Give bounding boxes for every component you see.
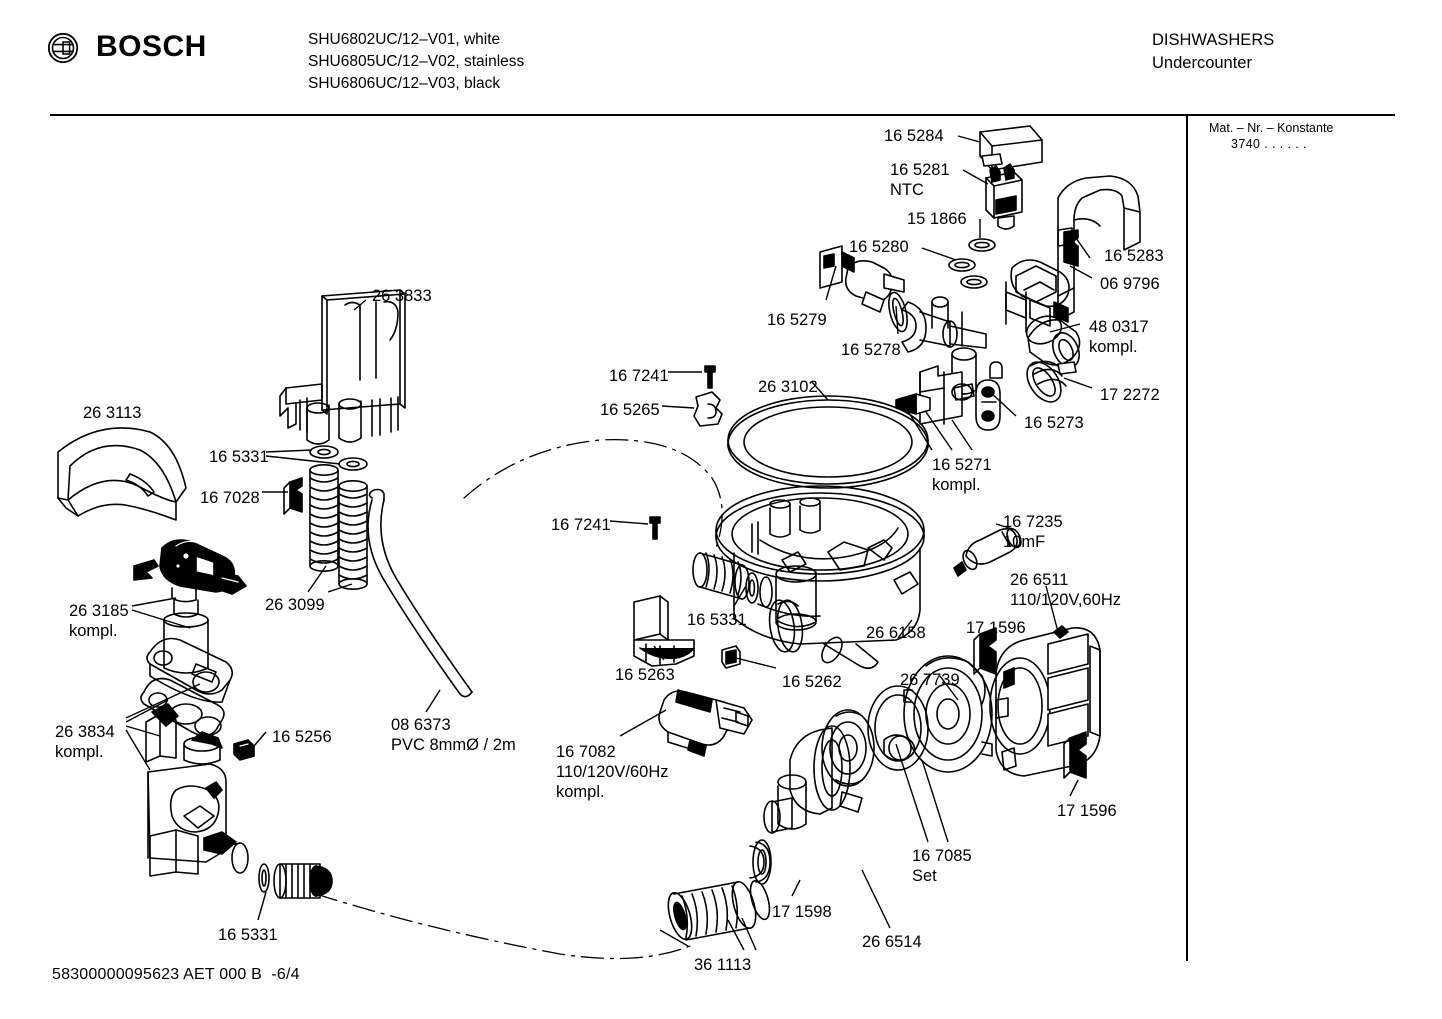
category-title: DISHWASHERS: [1152, 31, 1275, 49]
part-16-7241-screw-b: [649, 516, 661, 540]
model-line-1: SHU6802UC/12–V01, white: [308, 31, 501, 48]
category-block: DISHWASHERS Undercounter: [1152, 29, 1274, 75]
callout-16-5262: 16 5262: [782, 673, 842, 691]
part-16-5331-washers-left: [309, 445, 368, 471]
callout-15-1866: 15 1866: [907, 210, 967, 228]
callout-16-5273: 16 5273: [1024, 414, 1084, 432]
part-16-5281-ntc: [985, 163, 1023, 230]
callout-16-5279: 16 5279: [767, 311, 827, 329]
page-header: BOSCH SHU6802UC/12–V01, white SHU6805UC/…: [0, 0, 1442, 112]
callout-16-5280: 16 5280: [849, 238, 909, 256]
part-16-5331-center: [692, 552, 773, 608]
callout-17-1598: 17 1598: [772, 903, 832, 921]
part-16-7028: [283, 477, 303, 515]
part-26-3099-springs: [309, 463, 368, 590]
callout-26-3833: 26 3833: [372, 287, 432, 305]
callout-16-5331-top: 16 5331: [209, 448, 269, 466]
part-16-5284: [979, 125, 1043, 171]
callout-16-7028: 16 7028: [200, 489, 260, 507]
part-16-5331-lower-left: [258, 863, 333, 899]
bosch-logo-icon: [47, 32, 79, 64]
part-36-1113: [667, 879, 771, 941]
callout-17-1596-lower: 17 1596: [1057, 802, 1117, 820]
part-15-1866: [968, 238, 996, 252]
part-26-3833: [279, 289, 406, 445]
part-16-7082: [658, 689, 753, 757]
part-26-3113: [57, 427, 187, 521]
part-16-7085: [867, 685, 929, 771]
part-26-3834: [140, 637, 249, 877]
part-17-2272: [1026, 360, 1077, 403]
part-16-5273: [975, 361, 1003, 431]
part-26-6511: [989, 625, 1101, 777]
callout-16-5256: 16 5256: [272, 728, 332, 746]
part-08-6373-hose: [367, 488, 473, 698]
part-16-5263: [633, 595, 695, 667]
part-17-1596-lower: [1063, 731, 1087, 779]
part-26-3102: [727, 395, 929, 489]
callout-16-7241-b: 16 7241: [551, 516, 611, 534]
part-16-5271: [895, 365, 975, 425]
part-16-5278-valve: [844, 260, 987, 395]
part-06-9796: [1063, 229, 1079, 267]
callout-26-6514: 26 6514: [862, 933, 922, 951]
callout-16-5284: 16 5284: [884, 127, 944, 145]
part-16-5265: [693, 391, 723, 427]
callout-06-9796: 06 9796: [1100, 275, 1160, 293]
callout-16-7241-a: 16 7241: [609, 367, 669, 385]
callout-16-5263: 16 5263: [615, 666, 675, 684]
callout-17-1596-upper: 17 1596: [966, 619, 1026, 637]
part-26-3185: [133, 539, 247, 674]
callout-26-7739: 26 7739: [900, 671, 960, 689]
hose-routing-dashdot: [315, 439, 723, 960]
callout-17-2272: 17 2272: [1100, 386, 1160, 404]
model-line-3: SHU6806UC/12–V03, black: [308, 75, 501, 92]
category-subtitle: Undercounter: [1152, 54, 1252, 72]
model-line-2: SHU6805UC/12–V02, stainless: [308, 53, 525, 70]
callout-16-5265: 16 5265: [600, 401, 660, 419]
part-16-7241-screw-a: [704, 365, 716, 389]
clamp-ring-sump: [768, 599, 804, 653]
part-17-1598: [749, 839, 772, 885]
callout-16-5283: 16 5283: [1104, 247, 1164, 265]
callout-16-5278: 16 5278: [841, 341, 901, 359]
part-16-5262: [721, 645, 741, 669]
brand-wordmark: BOSCH: [96, 30, 207, 63]
header-divider-rule: [50, 114, 1395, 116]
callout-26-3102: 26 3102: [758, 378, 818, 396]
document-footer-code: 58300000095623 AET 000 B -6/4: [52, 966, 300, 983]
callout-16-5331-center: 16 5331: [687, 611, 747, 629]
part-48-0317: [1005, 259, 1081, 368]
material-constant-title: Mat. – Nr. – Konstante: [1209, 121, 1334, 135]
part-26-6514: [763, 709, 875, 834]
material-constant-value: 3740 . . . . . .: [1231, 137, 1307, 151]
callout-26-3113: 26 3113: [83, 404, 142, 422]
callout-36-1113: 36 1113: [694, 956, 752, 974]
part-16-5256: [233, 739, 255, 761]
model-list: SHU6802UC/12–V01, white SHU6805UC/12–V02…: [308, 29, 524, 95]
material-constant-block: Mat. – Nr. – Konstante 3740 . . . . . .: [1209, 120, 1333, 152]
callout-16-5331-bottom-left: 16 5331: [218, 926, 278, 944]
panel-divider-rule: [1186, 116, 1188, 961]
callout-26-3099: 26 3099: [265, 596, 325, 614]
part-16-5280: [948, 258, 988, 289]
callout-26-6158: 26 6158: [866, 624, 926, 642]
